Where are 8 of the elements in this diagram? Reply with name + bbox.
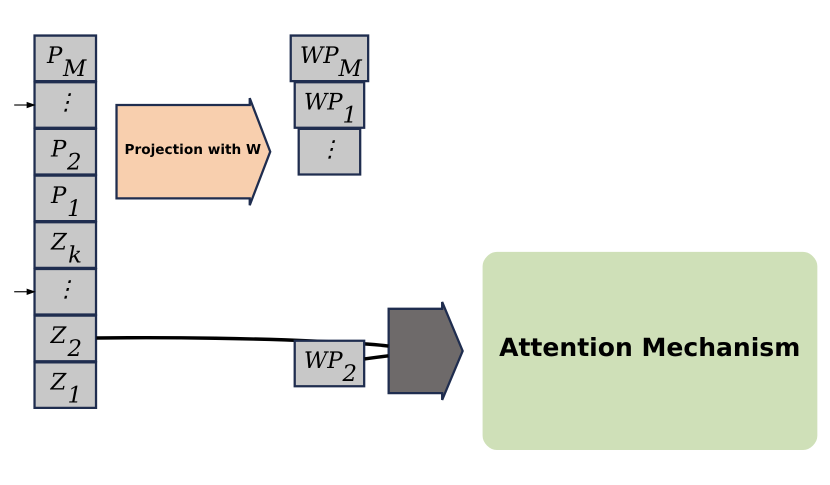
node-box: ⋮: [33, 268, 98, 316]
node-box: ⋮: [298, 128, 362, 176]
node-arrow: [388, 300, 464, 402]
arrow: [14, 288, 36, 295]
node-box: ⋮: [33, 81, 98, 129]
arrow: [14, 102, 36, 108]
connector: [364, 354, 389, 361]
node-box: Attention Mechanism: [482, 252, 818, 450]
